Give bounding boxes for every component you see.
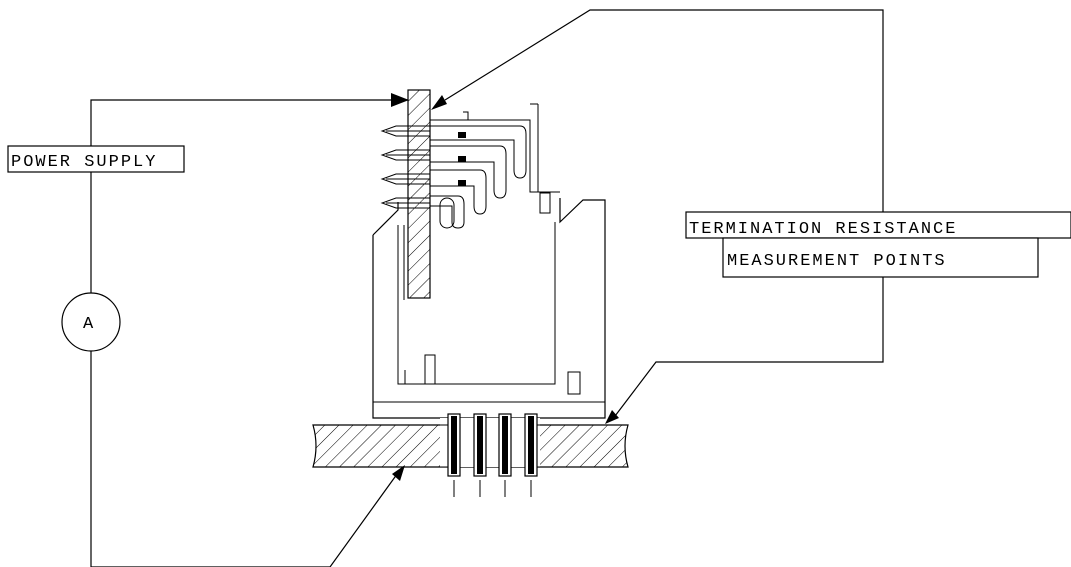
ammeter-text: A <box>83 315 95 334</box>
pcb-board <box>312 418 629 468</box>
termination-label: TERMINATION RESISTANCE MEASUREMENT POINT… <box>685 211 1071 278</box>
measurement-leads <box>444 9 884 421</box>
arrowhead-icon <box>391 93 619 481</box>
ammeter-symbol-icon: A <box>61 292 121 352</box>
pcb-pins <box>440 413 545 497</box>
power-supply-label: POWER SUPPLY <box>7 145 185 173</box>
termination-line1-text: TERMINATION RESISTANCE <box>689 220 957 239</box>
connector-housing <box>372 103 606 419</box>
termination-line2-text: MEASUREMENT POINTS <box>727 252 947 271</box>
plug-paddle <box>407 89 431 299</box>
circuit-wires <box>90 99 408 567</box>
power-supply-text: POWER SUPPLY <box>11 153 157 172</box>
